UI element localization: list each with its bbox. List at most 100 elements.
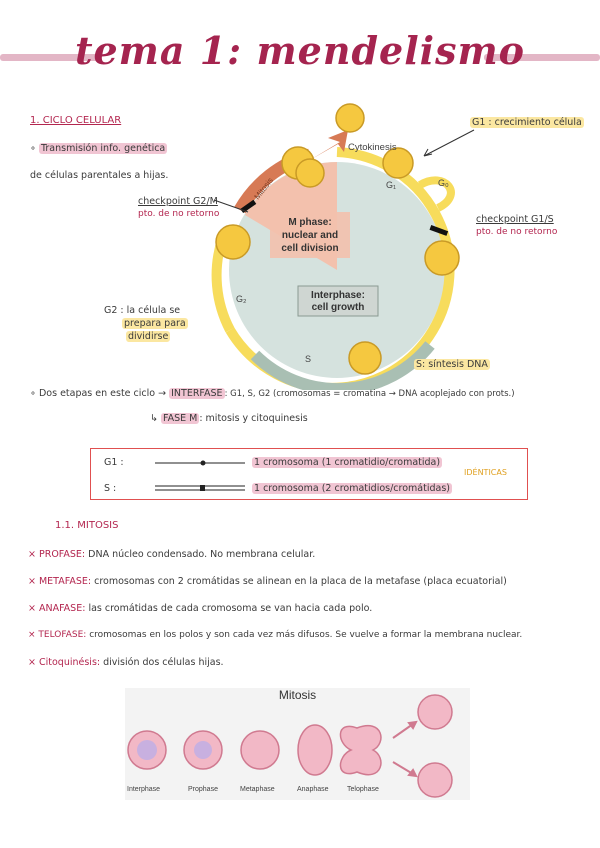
arrow-icon-2: ↳ [150,413,161,424]
cytokinesis-arrow [310,130,348,160]
mitosis-item-1: × METAFASE: cromosomas con 2 cromátidas … [28,576,507,587]
cell-left-top-2 [295,158,325,188]
box-s-text-span: 1 cromosoma (2 cromatidios/cromátidas) [252,483,452,494]
profase-text: DNA núcleo condensado. No membrana celul… [88,549,316,560]
g0-text: G₀ [438,178,449,188]
section-heading: 1. CICLO CELULAR [30,115,121,126]
g2-text: G₂ [236,294,247,304]
chromatid-double-icon [155,485,245,491]
cytokinesis-text: Cytokinesis [348,142,397,153]
bullet-line-2: de células parentales a hijas. [30,170,169,181]
bullet-text-1: Transmisión info. genética [38,143,168,154]
g2-annotation-b: prepara para [122,318,188,329]
checkpoint-g2m-sub: pto. de no retorno [138,209,220,219]
stage-label-telophase: Telophase [347,786,379,793]
prophase-nucleus [194,741,212,759]
interfase-label: INTERFASE [169,388,225,399]
g1-annotation-text: G1 : crecimiento célula [470,117,584,128]
g1-text: G₁ [386,180,396,190]
g1-pointer-arrow [423,129,475,157]
stage-label-metaphase: Metaphase [240,786,275,793]
profase-label: PROFASE: [38,549,86,560]
chromosome-box [90,448,528,500]
stages-line-1: ∘ Dos etapas en este ciclo → INTERFASE: … [30,387,515,401]
g2-annotation: G2 : la célula se prepara para dividirse [104,304,188,343]
s-arc [250,341,435,390]
stages-bullet-icon: ∘ [30,388,39,399]
mitosis-item-2: × ANAFASE: las cromátidas de cada cromos… [28,603,373,614]
telofase-text: cromosomas en los polos y son cada vez m… [89,630,523,640]
s-annotation: S: síntesis DNA [414,358,490,371]
cell-left [215,224,251,260]
telophase-cell [339,725,382,776]
citoquinesis-label: Citoquinésis: [38,657,101,668]
metafase-label: METAFASE: [38,576,92,587]
checkpoint-g1s-annotation: checkpoint G1/S pto. de no retorno [476,213,557,239]
cell-top [335,103,365,133]
fase-m-text: : mitosis y citoquinesis [199,413,308,424]
metaphase-cell [240,730,280,770]
checkpoint-g1s-bar [429,225,449,236]
bullet-line-1: ∘ Transmisión info. genética [30,143,168,154]
identicas-label: IDÉNTICAS [464,468,507,477]
stages-intro: Dos etapas en este ciclo [38,388,156,399]
s-annotation-text: S: síntesis DNA [414,359,490,370]
daughter-cell-bottom [417,762,453,798]
mitosis-heading: 1.1. MITOSIS [55,520,119,531]
title-bar-right [484,54,600,61]
cell-g1 [382,147,414,179]
box-g1-text-span: 1 cromosoma (1 cromatidio/cromatida) [252,457,443,468]
m-phase-label-bg [270,212,350,258]
page-title: tema 1: mendelismo [74,28,526,73]
arrow-to-bottom-line [392,761,414,775]
daughter-cell-top [417,694,453,730]
g2-annotation-a: G2 : la célula se [104,305,181,316]
mitosis-figure-title: Mitosis [278,688,317,702]
metafase-text: cromosomas con 2 cromátidas se alinean e… [94,576,507,587]
stage-label-anaphase: Anaphase [297,786,329,793]
box-g1-text: 1 cromosoma (1 cromatidio/cromatida) [252,456,443,469]
box-g1-label: G1 : [104,457,124,468]
checkpoint-g1s-text: checkpoint G1/S [476,214,554,225]
cell-bottom [348,341,382,375]
section-heading-text: 1. CICLO CELULAR [30,115,122,126]
box-s-label: S : [104,483,117,494]
stages-line-2: ↳ FASE M: mitosis y citoquinesis [150,412,308,425]
g2-annotation-line1: G2 : la célula se [104,304,188,317]
checkpoint-g2m-arrow [213,199,249,213]
interphase-label-bg [297,285,379,317]
checkpoint-g2m-text: checkpoint G2/M [138,196,218,207]
g2-annotation-line2: prepara para [104,317,188,330]
cells [215,103,460,375]
arrow-to-top-head [407,720,418,730]
g1-annotation: G1 : crecimiento célula [470,116,584,129]
s-text: S [305,354,311,364]
mitosis-item-0: × PROFASE: DNA núcleo condensado. No mem… [28,549,316,560]
mitosis-item-4: × Citoquinésis: división dos células hij… [28,657,224,668]
checkpoint-g2m-bar [240,199,257,214]
interphase-nucleus [137,740,157,760]
g2-annotation-line3: dividirse [104,330,188,343]
title-bar-left [0,54,100,61]
arrow-to-top-line [392,723,414,739]
bullet-dot-icon: ∘ [30,143,39,154]
anaphase-cell [297,724,333,776]
mitosis-item-3: × TELOFASE: cromosomas en los polos y so… [28,630,523,640]
cell-right [424,240,460,276]
chromatid-single-icon [155,460,245,466]
anafase-text: las cromátidas de cada cromosoma se van … [88,603,373,614]
mitosis-figure: Mitosis Interphase Prophase Metaphase An… [125,688,470,800]
anafase-label: ANAFASE: [38,603,86,614]
citoquinesis-text: división dos células hijas. [103,657,224,668]
box-s-text: 1 cromosoma (2 cromatidios/cromátidas) [252,482,452,495]
checkpoint-g1s-sub: pto. de no retorno [476,227,558,237]
checkpoint-g2m-annotation: checkpoint G2/M pto. de no retorno [138,195,219,221]
arrow-to-bottom-head [407,768,418,778]
interphase-text: Interphase:cell growth [311,290,365,313]
g2-annotation-c: dividirse [126,331,171,342]
arrow-icon: → [158,388,170,399]
stage-label-prophase: Prophase [188,786,218,793]
mitosis-stages-svg [127,694,453,798]
